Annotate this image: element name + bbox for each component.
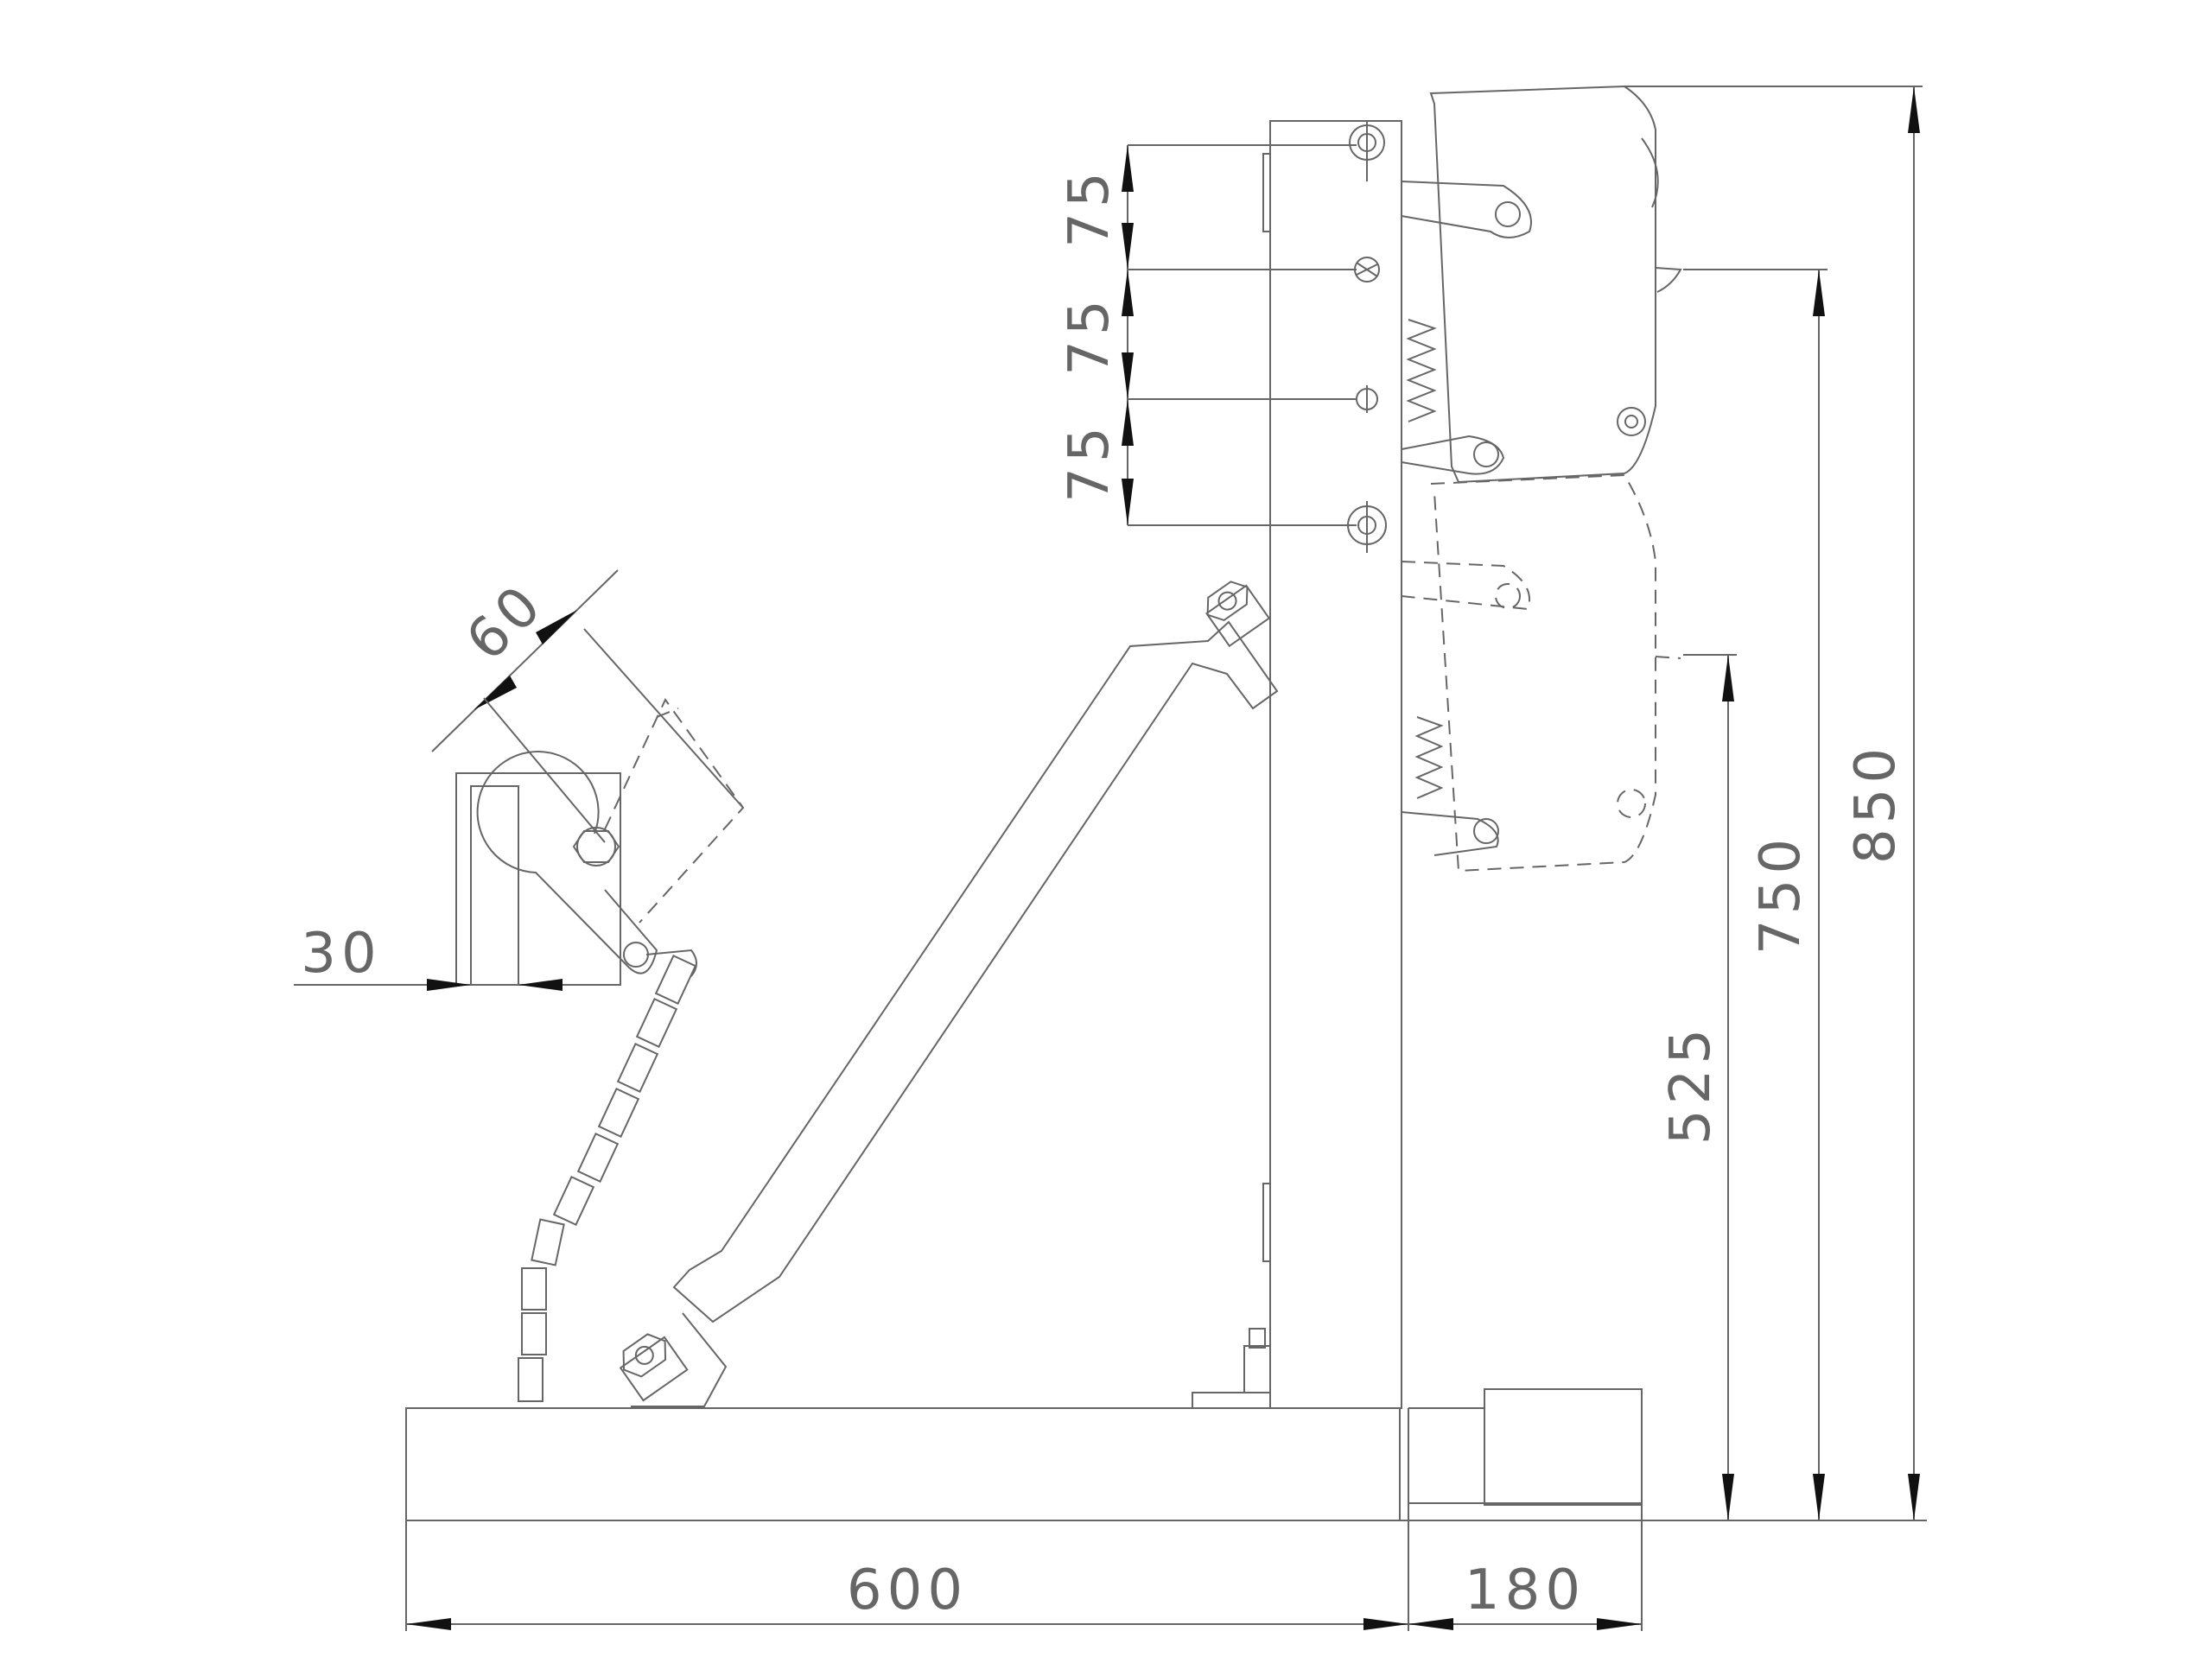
dim-height-overall: 850 (1844, 743, 1908, 864)
dim-spacing-3: 75 (1058, 422, 1122, 502)
base-frame (405, 1388, 1643, 1521)
dim-bracket-offset: 60 (454, 571, 556, 673)
diagonal-brace (619, 581, 1279, 1407)
dimension-base-length: 600 180 (405, 1520, 1643, 1631)
rim-clamp (455, 698, 745, 986)
vertical-mast (1192, 120, 1402, 1409)
dim-height-mid: 750 (1749, 834, 1813, 955)
dimension-clamp-width: 30 (294, 922, 563, 991)
dimension-vertical-spacing: 75 75 75 (1058, 144, 1357, 526)
dim-height-low: 525 (1659, 1024, 1723, 1145)
dim-spacing-2: 75 (1058, 295, 1122, 375)
dim-spacing-1: 75 (1058, 167, 1122, 247)
drum-gripper-upper (1401, 85, 1682, 484)
dim-base-length: 600 (847, 1558, 968, 1622)
chain (518, 949, 697, 1402)
dim-foot-length: 180 (1465, 1558, 1586, 1622)
dim-clamp-width: 30 (301, 922, 381, 986)
drum-gripper-lower-position (1401, 473, 1681, 873)
dimension-heights: 525 750 850 (1400, 86, 1927, 1521)
